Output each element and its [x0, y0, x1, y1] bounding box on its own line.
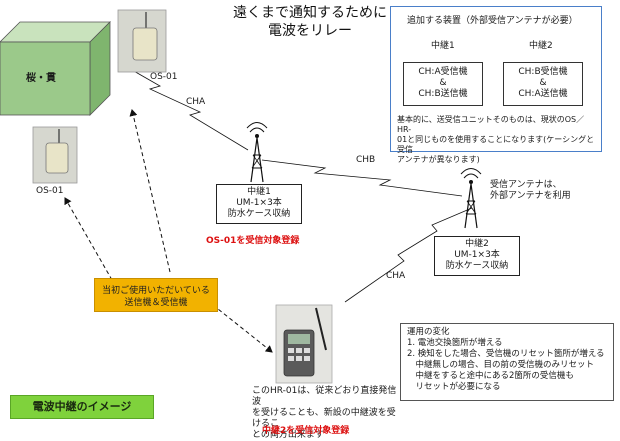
added-devices-note: 基本的に、送受信ユニットそのものは、現状のOS／HR- 01と同じものを使用する… — [397, 115, 597, 165]
col1-line1: CH:A受信機 — [418, 67, 468, 77]
cha-top-label: CHA — [186, 97, 206, 107]
title-line1: 遠くまで通知するために — [233, 5, 387, 21]
hr01-caption: 中継2を受信対象登録 — [262, 426, 350, 436]
os01-top-device-icon — [117, 9, 167, 73]
link-chb — [261, 159, 463, 197]
notes-title: 運用の変化 — [407, 327, 450, 337]
hr01-description: このHR-01は、従来どおり直接発信波 を受けることも、新設の中継波を受けるこ … — [252, 386, 402, 441]
relay2-antenna-note-line2: 外部アンテナを利用 — [490, 191, 571, 201]
col2-box: CH:B受信機 & CH:A送信機 — [503, 62, 583, 106]
dash-arrow-to-os01-top — [129, 109, 171, 273]
os01-top-label: OS-01 — [150, 72, 178, 82]
operation-changes-panel: 運用の変化 1. 電池交換箇所が増える 2. 検知をした場合、受信機のリセット箇… — [400, 323, 614, 401]
col2-line2: & — [539, 78, 547, 88]
col2-line3: CH:A送信機 — [518, 89, 568, 99]
dash-arrow-to-os01-left — [64, 197, 113, 281]
hr01-device-icon — [275, 304, 333, 384]
col1-header: 中継1 — [431, 41, 455, 51]
relay1-line1: 中継1 — [247, 187, 271, 197]
relay2-antenna-icon — [460, 168, 482, 229]
col1-box: CH:A受信機 & CH:B送信機 — [403, 62, 483, 106]
relay1-antenna-icon — [246, 122, 268, 183]
notes-line5: リセットが必要になる — [407, 382, 501, 392]
relay2-line3: 防水ケース収納 — [445, 261, 509, 271]
notes-line1: 1. 電池交換箇所が増える — [407, 338, 503, 348]
relay2-line1: 中継2 — [465, 239, 489, 249]
os01-left-device-icon — [32, 126, 78, 184]
relay2-line2: UM-1×3本 — [454, 250, 500, 260]
notes-line3: 中継無しの場合、目の前の受信機のみリセット — [407, 360, 595, 370]
relay2-antenna-note: 受信アンテナは、 外部アンテナを利用 — [490, 180, 571, 202]
diagram-caption-label: 電波中継のイメージ — [10, 395, 154, 419]
link-cha-bottom — [344, 207, 473, 303]
house-label: 桜・貫 — [26, 73, 56, 84]
col1-line2: & — [439, 78, 447, 88]
hr01-desc-line1: このHR-01は、従来どおり直接発信波 — [252, 386, 397, 407]
relay1-line2: UM-1×3本 — [236, 198, 282, 208]
os01-left-label: OS-01 — [36, 186, 64, 196]
added-devices-title: 追加する装置（外部受信アンテナが必要） — [407, 16, 578, 26]
yellow-line1: 当初ご使用いただいている — [102, 286, 210, 296]
title-line2: 電波をリレー — [268, 23, 352, 39]
note-line2: 01と同じものを使用することになります(ケーシングと受信 — [397, 135, 595, 154]
relay1-caption: OS-01を受信対象登録 — [206, 236, 300, 246]
notes-line2: 2. 検知をした場合、受信機のリセット箇所が増える — [407, 349, 605, 359]
note-line3: アンテナが異なります) — [397, 155, 480, 164]
notes-line4: 中継をすると途中にある2箇所の受信機も — [407, 371, 574, 381]
house-cube-icon — [0, 21, 111, 116]
cha-bottom-label: CHA — [386, 271, 406, 281]
relay2-box: 中継2 UM-1×3本 防水ケース収納 — [434, 236, 520, 276]
note-line1: 基本的に、送受信ユニットそのものは、現状のOS／HR- — [397, 115, 585, 134]
dash-arrow-to-hr01 — [212, 304, 273, 353]
yellow-line2: 送信機＆受信機 — [124, 298, 188, 308]
chb-label: CHB — [356, 155, 376, 165]
original-devices-box: 当初ご使用いただいている 送信機＆受信機 — [94, 278, 218, 312]
relay2-antenna-note-line1: 受信アンテナは、 — [490, 180, 562, 190]
relay1-box: 中継1 UM-1×3本 防水ケース収納 — [216, 184, 302, 224]
col1-line3: CH:B送信機 — [418, 89, 468, 99]
link-cha-top — [117, 61, 249, 151]
hr01-desc-line3: との両方出来ます — [252, 430, 324, 440]
col2-line1: CH:B受信機 — [518, 67, 568, 77]
relay1-line3: 防水ケース収納 — [227, 209, 291, 219]
page-title: 遠くまで通知するために 電波をリレー — [150, 4, 470, 40]
hr01-desc-line2: を受けることも、新設の中継波を受けるこ — [252, 408, 396, 429]
added-devices-panel: 追加する装置（外部受信アンテナが必要） 中継1 中継2 CH:A受信機 & CH… — [390, 6, 602, 164]
col2-header: 中継2 — [529, 41, 553, 51]
